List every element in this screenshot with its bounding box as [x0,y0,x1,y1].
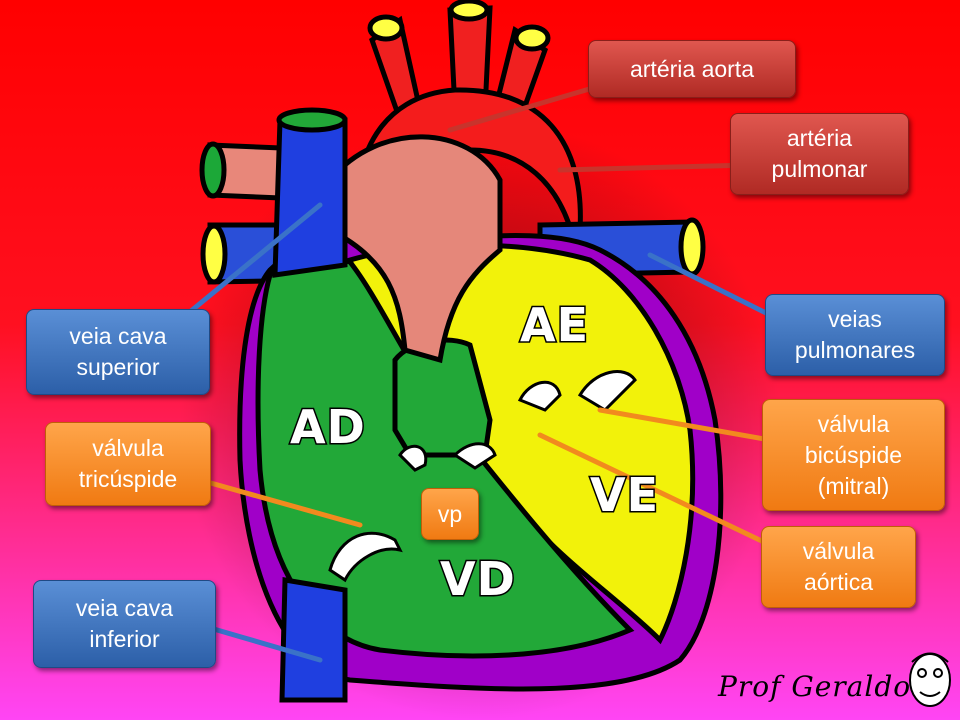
label-aortic-valve: válvula aórtica [761,526,916,608]
label-tricuspid-valve: válvula tricúspide [45,422,211,506]
label-bicuspid-valve: válvula bicúspide (mitral) [762,399,945,511]
label-pulmonary-valve: vp [421,488,479,540]
signature: Prof Geraldo [718,670,911,703]
label-inferior-vena-cava: veia cava inferior [33,580,216,668]
chamber-right-atrium: AD [290,400,366,454]
label-superior-vena-cava: veia cava superior [26,309,210,395]
label-aorta: artéria aorta [588,40,796,98]
chamber-left-atrium: AE [520,298,589,352]
chamber-left-ventricle: VE [590,468,659,522]
label-pulmonary-veins: veias pulmonares [765,294,945,376]
label-pulmonary-artery: artéria pulmonar [730,113,909,195]
chamber-right-ventricle: VD [440,552,516,606]
professor-face-icon [910,654,950,707]
